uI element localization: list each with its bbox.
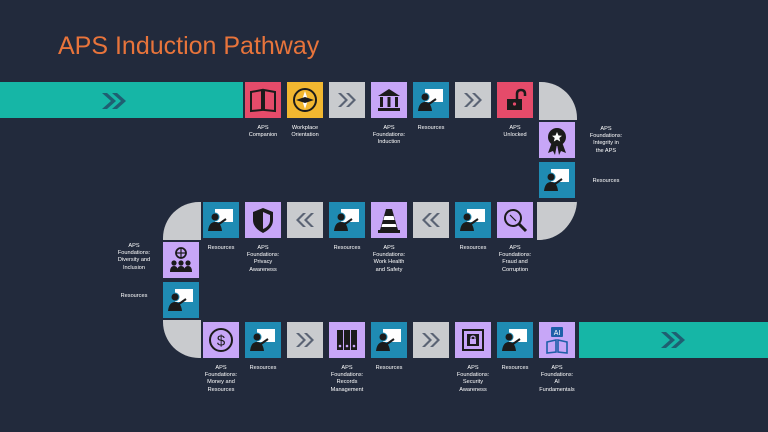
connector-forward bbox=[329, 82, 365, 118]
end-band bbox=[579, 322, 768, 358]
pathway-curve-right bbox=[539, 82, 577, 120]
svg-text:$: $ bbox=[217, 333, 226, 350]
tile-foundations-records[interactable] bbox=[329, 322, 365, 358]
label-foundations-induction: APS Foundations: Induction bbox=[372, 125, 406, 146]
label-resources: Resources bbox=[459, 245, 487, 251]
label-aps-unlocked: APS Unlocked bbox=[503, 125, 527, 139]
tile-resources[interactable] bbox=[163, 282, 199, 318]
shield-icon bbox=[253, 208, 273, 233]
tile-foundations-integrity[interactable] bbox=[539, 122, 575, 158]
double-chevron-right-icon bbox=[296, 333, 314, 347]
pathway-curve-left bbox=[163, 202, 201, 240]
rosette-icon bbox=[548, 128, 566, 155]
label-resources: Resources bbox=[333, 245, 361, 251]
label-foundations-integrity: APS Foundations: Integrity in the APS bbox=[589, 126, 623, 154]
presenter-icon bbox=[334, 209, 359, 231]
double-chevron-right-icon bbox=[464, 93, 482, 107]
label-resources: Resources bbox=[501, 365, 529, 371]
tile-workplace-orientation[interactable] bbox=[287, 82, 323, 118]
tile-foundations-security[interactable] bbox=[455, 322, 491, 358]
tile-aps-companion[interactable] bbox=[245, 82, 281, 118]
label-workplace-orientation: Workplace Orientation bbox=[291, 125, 319, 139]
unlock-icon bbox=[507, 88, 527, 110]
connector-forward bbox=[413, 322, 449, 358]
tile-foundations-induction[interactable] bbox=[371, 82, 407, 118]
label-foundations-privacy: APS Foundations: Privacy Awareness bbox=[246, 245, 280, 273]
tile-foundations-privacy[interactable] bbox=[245, 202, 281, 238]
tile-foundations-whs[interactable] bbox=[371, 202, 407, 238]
label-resources: Resources bbox=[249, 365, 277, 371]
tile-resources[interactable] bbox=[455, 202, 491, 238]
tile-resources[interactable] bbox=[203, 202, 239, 238]
tile-foundations-ai[interactable]: AI bbox=[539, 322, 575, 358]
tile-foundations-money[interactable]: $ bbox=[203, 322, 239, 358]
label-foundations-fraud: APS Foundations: Fraud and Corruption bbox=[498, 245, 532, 273]
magnifier-icon bbox=[504, 209, 528, 233]
people-globe-icon bbox=[170, 247, 192, 272]
tile-aps-unlocked[interactable] bbox=[497, 82, 533, 118]
presenter-icon bbox=[502, 329, 527, 351]
traffic-cone-icon bbox=[378, 209, 400, 233]
presenter-icon bbox=[418, 89, 443, 111]
label-resources: Resources bbox=[592, 178, 620, 184]
tile-foundations-diversity[interactable] bbox=[163, 242, 199, 278]
label-resources: Resources bbox=[120, 293, 148, 299]
dollar-icon: $ bbox=[209, 328, 233, 352]
tile-resources[interactable] bbox=[329, 202, 365, 238]
presenter-icon bbox=[376, 329, 401, 351]
tile-resources[interactable] bbox=[371, 322, 407, 358]
tile-resources[interactable] bbox=[539, 162, 575, 198]
label-foundations-whs: APS Foundations: Work Health and Safety bbox=[372, 245, 406, 273]
double-chevron-right-icon bbox=[422, 333, 440, 347]
label-foundations-records: APS Foundations: Records Management bbox=[330, 365, 364, 393]
connector-back bbox=[287, 202, 323, 238]
double-chevron-left-icon bbox=[296, 213, 314, 227]
presenter-icon bbox=[168, 289, 193, 311]
tile-resources[interactable] bbox=[245, 322, 281, 358]
label-resources: Resources bbox=[207, 245, 235, 251]
connector-back bbox=[413, 202, 449, 238]
ai-book-icon: AI bbox=[546, 327, 568, 354]
building-icon bbox=[378, 89, 400, 111]
presenter-icon bbox=[250, 329, 275, 351]
label-foundations-security: APS Foundations: Security Awareness bbox=[456, 365, 490, 393]
tile-resources[interactable] bbox=[413, 82, 449, 118]
double-chevron-left-icon bbox=[422, 213, 440, 227]
double-chevron-right-icon bbox=[661, 332, 685, 348]
label-resources: Resources bbox=[375, 365, 403, 371]
tile-resources[interactable] bbox=[497, 322, 533, 358]
pathway-curve-left bbox=[163, 320, 201, 358]
label-resources: Resources bbox=[417, 125, 445, 131]
presenter-icon bbox=[460, 209, 485, 231]
compass-icon bbox=[293, 88, 317, 112]
safe-icon bbox=[462, 329, 484, 351]
label-aps-companion: APS Companion bbox=[248, 125, 278, 139]
connector-forward bbox=[287, 322, 323, 358]
label-foundations-ai: APS Foundations: AI Fundamentals bbox=[539, 365, 575, 393]
start-band bbox=[0, 82, 243, 118]
label-foundations-money: APS Foundations: Money and Resources bbox=[204, 365, 238, 393]
presenter-icon bbox=[208, 209, 233, 231]
svg-text:AI: AI bbox=[554, 330, 561, 337]
page-title: APS Induction Pathway bbox=[58, 32, 320, 60]
double-chevron-right-icon bbox=[338, 93, 356, 107]
pathway-curve-right bbox=[537, 200, 577, 240]
presenter-icon bbox=[544, 169, 569, 191]
label-foundations-diversity: APS Foundations: Diversity and Inclusion bbox=[117, 243, 151, 271]
connector-forward bbox=[455, 82, 491, 118]
files-icon bbox=[337, 330, 357, 350]
double-chevron-right-icon bbox=[102, 93, 126, 109]
book-icon bbox=[250, 88, 276, 113]
tile-foundations-fraud[interactable] bbox=[497, 202, 533, 238]
